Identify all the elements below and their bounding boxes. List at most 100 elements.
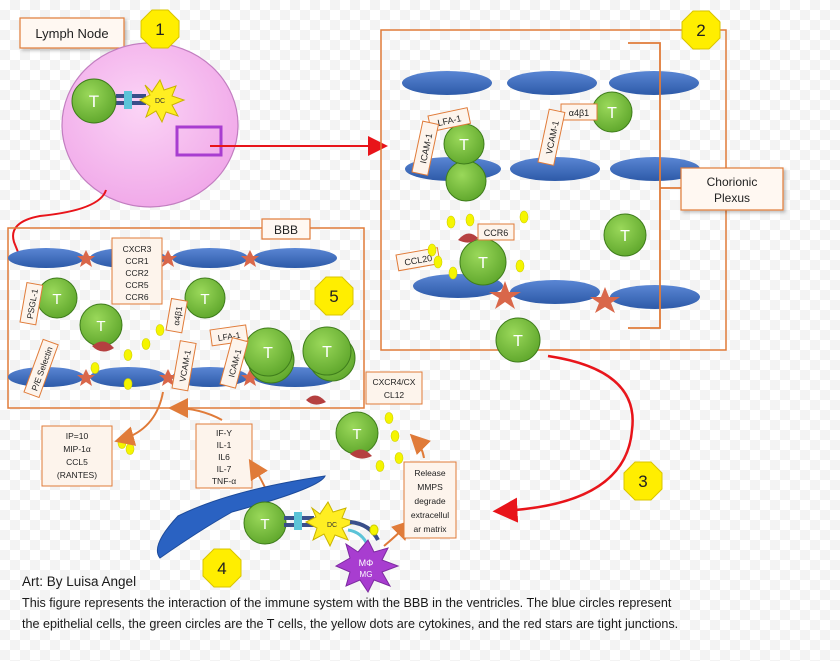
svg-text:ar matrix: ar matrix (413, 524, 447, 534)
svg-text:MIP-1α: MIP-1α (63, 444, 91, 454)
svg-text:CCR2: CCR2 (125, 268, 148, 278)
migration-arrow (492, 354, 634, 523)
tcr-receptor (294, 512, 302, 530)
tight-junction-stars (489, 281, 620, 313)
signal-arrow (409, 433, 431, 459)
lymph-node-panel: Lymph Node DC T (19, 17, 239, 208)
t-cell-label: T (352, 426, 361, 443)
mg-label: MG (360, 570, 373, 579)
svg-text:CCR6: CCR6 (484, 228, 509, 238)
svg-text:CCR1: CCR1 (125, 256, 148, 266)
t-cell (445, 160, 487, 202)
step-badge-5: 5 (314, 276, 354, 316)
chemokine-receptor-box (111, 237, 163, 305)
psgl1-tag: PSGL-1 (19, 282, 44, 326)
lymph-node (61, 42, 239, 208)
icam1-tag: ICAM-1 (411, 120, 440, 176)
chorionic-plexus-panel: T LFA-1 ICAM-1 T α4β1 VCAM-1 T T CCR6 (380, 29, 784, 351)
t-cell (302, 326, 352, 376)
receptor-patch (92, 341, 114, 352)
cytokine-dots (427, 210, 529, 280)
t-cell-label: T (52, 291, 61, 308)
t-cell (184, 277, 226, 319)
t-cell-label: T (459, 137, 469, 154)
ccr6-tag: CCR6 (477, 223, 515, 241)
svg-text:3: 3 (638, 472, 647, 491)
step-badge-2: 2 (681, 10, 721, 50)
bbb-panel: BBB CXCR3 CCR1 CCR2 CCR5 CCR6 T (7, 218, 365, 409)
svg-text:CXCR3: CXCR3 (123, 244, 152, 254)
t-cell-label: T (513, 333, 523, 350)
svg-text:LFA-1: LFA-1 (437, 113, 463, 128)
t-cell-label: T (322, 344, 332, 361)
caption-line-2: the epithelial cells, the green circles … (22, 617, 679, 631)
a4b1-tag: α4β1 (560, 103, 598, 121)
dendritic-cell (138, 78, 186, 124)
svg-text:CXCR4/CX: CXCR4/CX (373, 377, 416, 387)
t-cell-label: T (478, 255, 488, 272)
t-cell (71, 78, 117, 124)
t-cell-label: T (200, 291, 209, 308)
svg-text:CCL20: CCL20 (404, 253, 433, 268)
cytokine-dot (369, 524, 379, 536)
svg-text:TNF-α: TNF-α (212, 476, 236, 486)
svg-text:CCR5: CCR5 (125, 280, 148, 290)
plexus-label-line1: Chorionic (707, 175, 758, 189)
plexus-label-box (680, 167, 784, 211)
step-badge-1: 1 (140, 9, 180, 49)
vcam1-tag: VCAM-1 (537, 108, 566, 166)
migration-arrow (12, 189, 107, 263)
receptor-link (349, 520, 380, 541)
lymph-node-label-box (19, 17, 125, 49)
cytokine-dots (90, 324, 165, 390)
receptor-patch (350, 449, 372, 459)
dc-label: DC (327, 522, 337, 529)
dendritic-cell (304, 501, 358, 548)
t-cell (603, 213, 647, 257)
a4b1-tag: α4β1 (165, 297, 188, 334)
svg-text:extracellul: extracellul (411, 510, 449, 520)
svg-text:4: 4 (217, 559, 226, 578)
plexus-bracket (628, 42, 681, 329)
tight-junction-stars (77, 250, 259, 386)
svg-text:α4β1: α4β1 (569, 108, 589, 118)
cxcr4-box: CXCR4/CX CL12 (365, 371, 423, 405)
svg-text:Release: Release (414, 468, 445, 478)
svg-text:CCL5: CCL5 (66, 457, 88, 467)
step-badge-4: 4 (202, 548, 242, 588)
signal-arrow (114, 391, 164, 446)
cytokine-dots (375, 412, 404, 472)
svg-text:1: 1 (155, 20, 164, 39)
release-box: Release MMPS degrade extracellul ar matr… (403, 461, 457, 539)
receptor-patch (458, 233, 478, 243)
svg-text:IF-Y: IF-Y (216, 428, 232, 438)
macrophage (334, 539, 400, 593)
t-cell-label: T (96, 318, 105, 335)
bbb-label-box (261, 218, 311, 240)
t-cell-label: T (263, 345, 273, 362)
t-cell-label: T (620, 228, 630, 245)
signal-arrow (168, 398, 223, 421)
svg-text:IP=10: IP=10 (66, 431, 89, 441)
art-credit: Art: By Luisa Angel (22, 574, 137, 589)
dc-label: DC (155, 98, 165, 105)
lymph-node-exit-box (175, 125, 223, 157)
svg-text:IL6: IL6 (218, 452, 230, 462)
receptor-patch (306, 395, 326, 405)
step-badge-3: 3 (623, 461, 663, 501)
epithelial-row (402, 71, 700, 309)
chemokines-box: IP=10 MIP-1α CCL5 (RANTES) (41, 425, 113, 487)
t-cell-label: T (89, 92, 99, 111)
t-cell-label: T (607, 105, 617, 122)
tcr-receptor (124, 91, 132, 109)
bbb-label: BBB (274, 223, 298, 237)
t-cell (495, 317, 541, 363)
mphi-label: MΦ (359, 558, 374, 568)
vcam1-tag: VCAM-1 (171, 340, 197, 392)
svg-text:CL12: CL12 (384, 390, 405, 400)
svg-text:5: 5 (329, 287, 338, 306)
lymph-node-label: Lymph Node (35, 26, 108, 41)
svg-text:degrade: degrade (414, 496, 445, 506)
svg-text:MMPS: MMPS (417, 482, 443, 492)
